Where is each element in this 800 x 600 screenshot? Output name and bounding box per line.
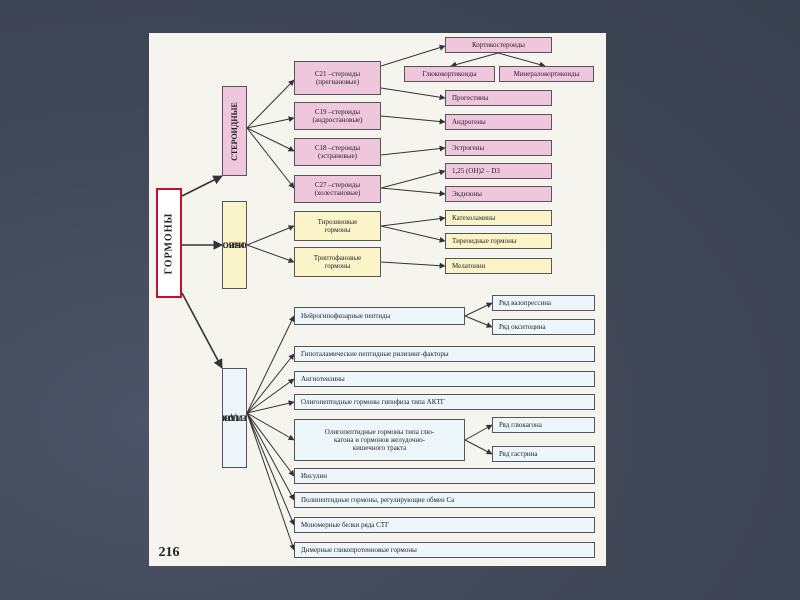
hypothalamic-releasing-factors-label: Гипоталамические пептидные рилизинг-факт… — [301, 350, 449, 358]
catecholamines-box: Катехоламины — [445, 210, 552, 226]
gastrin-series-box: Ряд гастрина — [492, 446, 595, 462]
corticosteroids-label: Кортикостероиды — [471, 41, 526, 49]
ecdysones-box: Экдизоны — [445, 186, 552, 202]
c18-steroids-line1: C18 –стероиды — [314, 144, 361, 152]
acth-type-oligopeptides-box: Олигопептидные гормоны гипофиза типа АКТ… — [294, 394, 595, 410]
vitamin-d-box: 1,25 (OH)2 – D3 — [445, 163, 552, 179]
melatonin-label: Мелатонин — [452, 262, 486, 270]
glucagon-series-box: Ряд глюкагона — [492, 417, 595, 433]
connector-lines — [181, 44, 546, 551]
glucagon-type-line2: кагона и гормонов желудочно- — [334, 436, 425, 444]
androgens-box: Андрогены — [445, 114, 552, 130]
tryptophan-hormones-box: Триптофановые гормоны — [294, 247, 381, 277]
oxytocin-series-box: Ряд окситоцина — [492, 319, 595, 335]
hormones-root-label: ГОРМОНЫ — [163, 212, 175, 274]
dimeric-glycoprotein-hormones-box: Димерные гликопротеиновые гормоны — [294, 542, 595, 558]
c19-steroids-line1: C19 –стероиды — [314, 108, 361, 116]
c27-steroids-line1: C27 –стероиды — [314, 181, 361, 189]
c21-steroids-line2: (прегнановые) — [315, 78, 360, 86]
estrogens-box: Эстрогены — [445, 140, 552, 156]
estrogens-label: Эстрогены — [452, 144, 485, 152]
steroid-group-box: СТЕРОИДНЫЕ — [222, 86, 247, 176]
steroid-group-label: СТЕРОИДНЫЕ — [230, 101, 239, 161]
c27-steroids-line2: (холестановые) — [314, 189, 361, 197]
androgens-label: Андрогены — [452, 118, 486, 126]
tryptophan-hormones-line2: гормоны — [324, 262, 351, 270]
stg-monomeric-proteins-label: Мономерные белки ряда СТГ — [301, 521, 390, 529]
c27-steroids-box: C27 –стероиды (холестановые) — [294, 175, 381, 203]
c19-steroids-box: C19 –стероиды (андростановые) — [294, 102, 381, 130]
thyroid-hormones-label: Тиреоидные гормоны — [452, 237, 517, 245]
page-number: 216 — [158, 545, 180, 560]
progestins-label: Прогестины — [452, 94, 489, 102]
protein-group-box: БЕЛКОВО -ПЕПТИДНЫЕ — [222, 368, 247, 468]
oxytocin-series-label: Ряд окситоцина — [499, 323, 546, 331]
progestins-box: Прогестины — [445, 90, 552, 106]
glucocorticoids-label: Глюкокортикоиды — [422, 70, 477, 78]
dimeric-glycoprotein-hormones-label: Димерные гликопротеиновые гормоны — [301, 546, 417, 554]
calcium-regulating-polypeptides-box: Полипептидные гормоны, регулирующие обме… — [294, 492, 595, 508]
tyrosine-hormones-line1: Тирозиновые — [317, 218, 358, 226]
c19-steroids-line2: (андростановые) — [312, 116, 363, 124]
tyrosine-hormones-box: Тирозиновые гормоны — [294, 211, 381, 241]
c18-steroids-line2: (эстрановые) — [318, 152, 357, 160]
insulin-box: Инсулин — [294, 468, 595, 484]
vasopressin-series-box: Ряд вазопрессина — [492, 295, 595, 311]
glucagon-type-line1: Олигопептидные гормоны типа глю- — [324, 428, 435, 436]
melatonin-box: Мелатонин — [445, 258, 552, 274]
c21-steroids-line1: C21 –стероиды — [314, 70, 361, 78]
corticosteroids-box: Кортикостероиды — [445, 37, 552, 53]
angiotensins-label: Ангиотензины — [301, 375, 345, 383]
glucagon-type-line3: кишечного тракта — [352, 444, 407, 452]
c18-steroids-box: C18 –стероиды (эстрановые) — [294, 138, 381, 166]
catecholamines-label: Катехоламины — [452, 214, 496, 222]
gastrin-series-label: Ряд гастрина — [499, 450, 538, 458]
amino-group-label-2: АМИНОКИСЛОТ — [222, 240, 247, 250]
glucagon-series-label: Ряд глюкагона — [499, 421, 542, 429]
neurohypophyseal-peptides-box: Нейрогипофизарные пептиды — [294, 307, 465, 325]
acth-type-oligopeptides-label: Олигопептидные гормоны гипофиза типа АКТ… — [301, 398, 445, 406]
stg-monomeric-proteins-box: Мономерные белки ряда СТГ — [294, 517, 595, 533]
glucagon-type-oligopeptides-box: Олигопептидные гормоны типа глю- кагона … — [294, 419, 465, 461]
c21-steroids-box: C21 –стероиды (прегнановые) — [294, 61, 381, 95]
angiotensins-box: Ангиотензины — [294, 371, 595, 387]
mineralocorticoids-box: Минералокортикоиды — [499, 66, 594, 82]
vasopressin-series-label: Ряд вазопрессина — [499, 299, 552, 307]
tyrosine-hormones-line2: гормоны — [324, 226, 351, 234]
vitamin-d-label: 1,25 (OH)2 – D3 — [452, 167, 500, 175]
protein-group-label-2: ПЕПТИДНЫЕ — [223, 413, 246, 423]
hypothalamic-releasing-factors-box: Гипоталамические пептидные рилизинг-факт… — [294, 346, 595, 362]
diagram-page: ГОРМОНЫ СТЕРОИДНЫЕ ПРОИЗВОДНЫЕАМИНОКИСЛО… — [149, 33, 606, 566]
mineralocorticoids-label: Минералокортикоиды — [513, 70, 580, 78]
insulin-label: Инсулин — [301, 472, 327, 480]
amino-group-box: ПРОИЗВОДНЫЕАМИНОКИСЛОТ — [222, 201, 247, 289]
neurohypophyseal-peptides-label: Нейрогипофизарные пептиды — [301, 312, 391, 320]
tryptophan-hormones-line1: Триптофановые — [313, 254, 362, 262]
thyroid-hormones-box: Тиреоидные гормоны — [445, 233, 552, 249]
glucocorticoids-box: Глюкокортикоиды — [404, 66, 495, 82]
hormones-root-box: ГОРМОНЫ — [156, 188, 182, 298]
ecdysones-label: Экдизоны — [452, 190, 483, 198]
calcium-regulating-polypeptides-label: Полипептидные гормоны, регулирующие обме… — [301, 496, 455, 504]
